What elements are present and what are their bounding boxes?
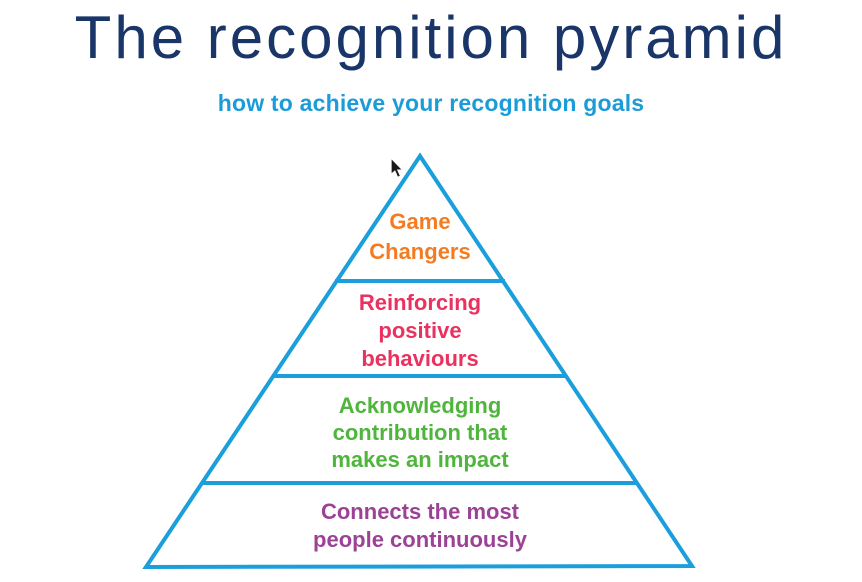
mouse-cursor-icon [390,156,405,179]
header: The recognition pyramid how to achieve y… [0,0,862,117]
level-text-line: Acknowledging [338,393,502,418]
pyramid-level-acknowledging-contribution: Acknowledging contribution that makes an… [200,392,640,473]
page-subtitle: how to achieve your recognition goals [217,90,645,116]
level-text-line: makes an impact [331,447,509,472]
pyramid-level-connects-people: Connects the most people continuously [200,498,640,554]
level-text-line: Connects the most [320,499,520,524]
level-text-line: positive [378,318,462,343]
level-text-line: Changers [369,239,471,264]
page-title: The recognition pyramid [74,4,788,71]
level-text-line: contribution that [332,420,508,445]
level-text-line: people continuously [313,527,527,552]
level-text-line: Reinforcing [358,290,482,315]
level-text-line: Game [389,209,451,234]
pyramid-level-game-changers: Game Changers [200,207,640,267]
pyramid-level-reinforcing-positive-behaviours: Reinforcing positive behaviours [200,289,640,373]
pyramid-outline [142,152,696,570]
level-text-line: behaviours [361,346,479,371]
